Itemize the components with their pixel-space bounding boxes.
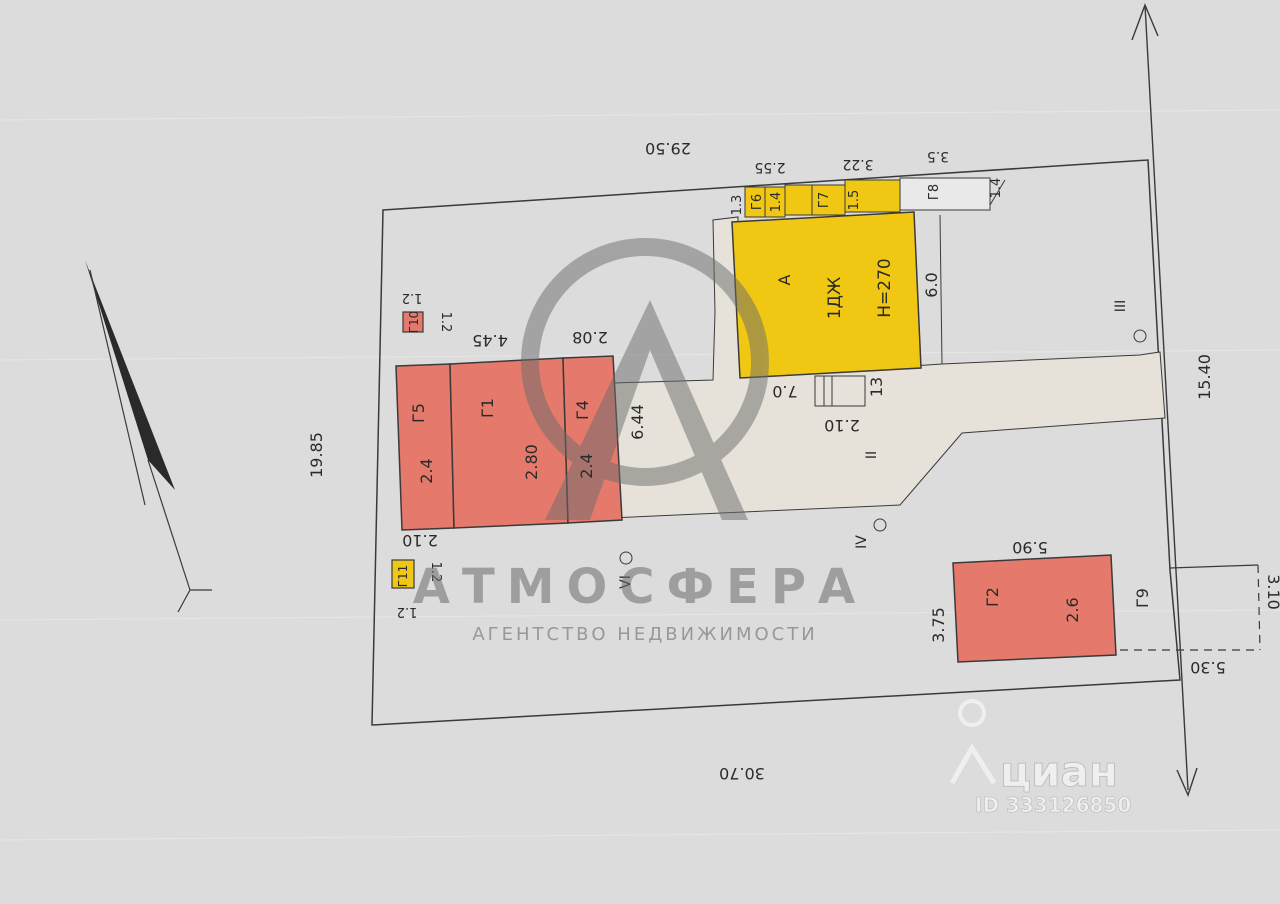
g11-value: 1.2: [397, 604, 418, 619]
g1-value: 2.80: [522, 444, 541, 480]
g2-label: Г2: [983, 587, 1002, 607]
dim-bottom: 30.70: [719, 764, 765, 783]
g1-dim: 4.45: [472, 331, 508, 350]
badge-brand: циан: [1000, 747, 1118, 796]
g11-dim: 1.2: [428, 562, 443, 583]
building-g7[interactable]: [784, 184, 846, 216]
watermark-brand: АТМОСФЕРА: [413, 559, 867, 615]
marker-2: II: [864, 451, 880, 459]
g4-value: 2.4: [577, 453, 596, 478]
building-g2[interactable]: [952, 554, 1117, 663]
location-pin-icon: [949, 699, 997, 785]
building-a[interactable]: [731, 211, 922, 407]
g6-dim-side: 1.3: [730, 195, 745, 216]
dim-right: 15.40: [1195, 354, 1214, 400]
g10-dim: 1.2: [438, 312, 453, 333]
dim-far-right: 3.10: [1264, 574, 1280, 610]
building-g5[interactable]: [395, 363, 455, 531]
g9-label: Г9: [1133, 588, 1152, 608]
building-a-height: Н=270: [875, 258, 895, 317]
north-arrow-icon: [85, 260, 212, 613]
building-a-dim-b: 7.0: [772, 382, 797, 401]
g5-dim-bottom: 2.10: [402, 531, 438, 550]
g4-label: Г4: [573, 400, 592, 420]
marker-6: VI: [618, 575, 634, 589]
g9-border: [1169, 564, 1259, 569]
g2-dim-side: 3.75: [929, 607, 948, 643]
g7-value: 1.5: [847, 190, 862, 211]
building-g11[interactable]: [391, 559, 415, 589]
building-a-code: 1ДЖ: [825, 277, 845, 319]
badge-id: ID 333126850: [975, 793, 1131, 817]
listing-badge: циан ID 333126850: [949, 699, 1132, 817]
g5-value: 2.4: [417, 458, 436, 483]
g6-label: Г6: [750, 194, 765, 210]
marker-circle-3: [1133, 329, 1147, 343]
g5-label: Г5: [409, 403, 428, 423]
axis-arrow-top: [1131, 3, 1159, 41]
axis-line: [1144, 4, 1189, 791]
plot-boundary: [371, 159, 1181, 726]
building-a-dim-c: 13: [867, 377, 886, 397]
g7-dim: 3.22: [842, 156, 873, 172]
marker-4: IV: [854, 535, 870, 549]
g10-label: Г10: [407, 311, 421, 334]
g7-label: Г7: [817, 192, 832, 208]
g8-dim: 3.5: [927, 148, 949, 164]
g8-label: Г8: [927, 184, 942, 200]
building-a-dim-d: 2.10: [824, 416, 860, 435]
g2-dim-top: 5.90: [1012, 538, 1048, 557]
building-g1[interactable]: [449, 357, 569, 529]
g11-label: Г11: [396, 565, 410, 588]
dim-top: 29.50: [645, 139, 691, 158]
building-a-label: А: [775, 274, 794, 285]
dim-left: 19.85: [307, 432, 326, 478]
mountain-circle-logo: [521, 238, 769, 520]
marker-3: III: [1113, 300, 1129, 312]
g4-dim-side: 6.44: [628, 404, 647, 440]
g6-value: 1.4: [769, 192, 784, 213]
yard-area: [609, 216, 1166, 519]
g8-value: 1.4: [989, 178, 1004, 199]
watermark-tagline: АГЕНТСТВО НЕДВИЖИМОСТИ: [472, 624, 817, 645]
building-g10[interactable]: [402, 311, 424, 333]
building-g6[interactable]: [744, 186, 786, 218]
g2-value: 2.6: [1063, 597, 1082, 622]
g1-label: Г1: [478, 398, 497, 418]
dim-right-extra: 5.30: [1190, 658, 1226, 677]
building-g8[interactable]: [844, 177, 991, 213]
paper-lines: [0, 109, 1280, 841]
building-a-dim-a: 6.0: [922, 272, 941, 297]
g6-dim: 2.55: [754, 159, 785, 175]
g10-value: 1.2: [402, 290, 423, 305]
marker-circle-4: [873, 518, 887, 532]
fence-inner: [939, 214, 943, 365]
axis-arrow-bottom: [1176, 767, 1198, 797]
marker-circle-6: [619, 551, 633, 565]
g4-dim-top: 2.08: [572, 328, 608, 347]
